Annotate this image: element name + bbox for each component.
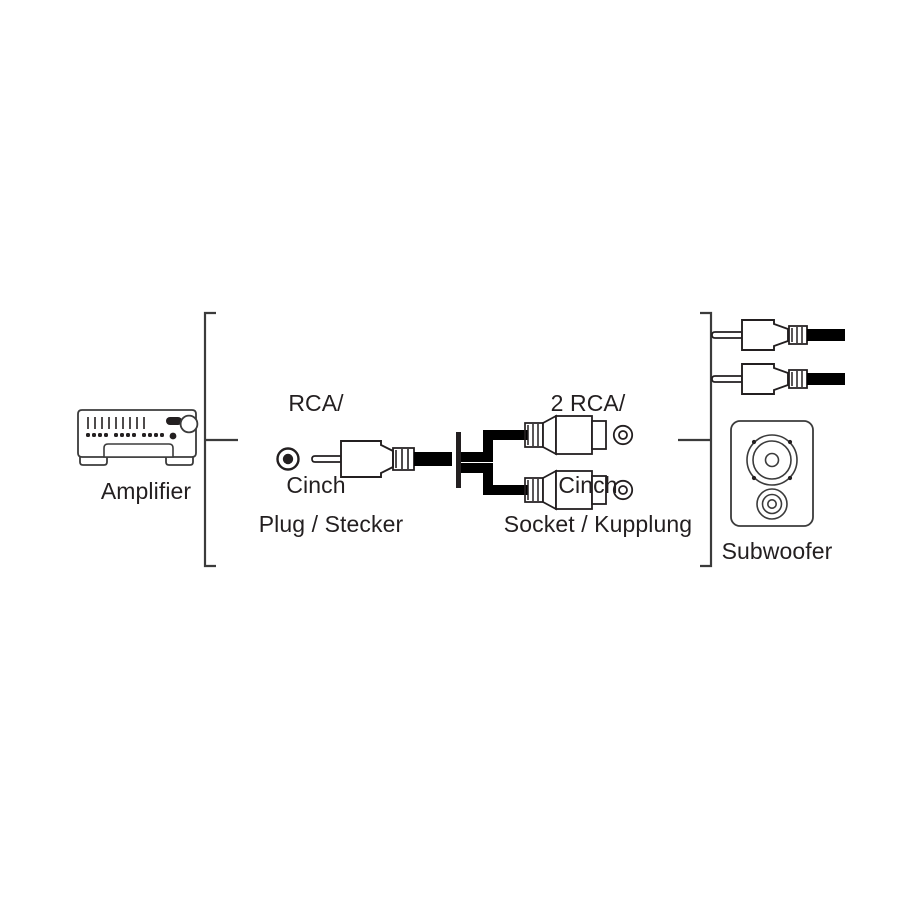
two-rca-label-line1: 2 RCA/ bbox=[550, 390, 626, 417]
two-rca-label-line2: Cinch bbox=[558, 471, 618, 498]
amplifier-device bbox=[77, 409, 199, 466]
amplifier-volume-knob bbox=[179, 414, 199, 434]
y-splitter bbox=[456, 430, 528, 495]
rca-jack-icon bbox=[276, 447, 300, 471]
rca-female-socket-bottom bbox=[524, 469, 634, 511]
amplifier-display bbox=[166, 417, 182, 425]
subwoofer-device bbox=[730, 420, 814, 527]
amplifier-side-connector-type-label: RCA/ Cinch bbox=[246, 336, 386, 553]
plug-gender-label: Plug / Stecker bbox=[258, 511, 404, 537]
subwoofer-rca-plug-bottom bbox=[711, 363, 845, 395]
rca-label-line1: RCA/ bbox=[288, 390, 344, 417]
subwoofer-rca-plug-top bbox=[711, 319, 845, 351]
left-bracket bbox=[203, 311, 238, 568]
amplifier-leds bbox=[86, 433, 164, 437]
rca-label-line2: Cinch bbox=[286, 471, 346, 498]
socket-gender-label: Socket / Kupplung bbox=[503, 511, 693, 537]
subwoofer-device-label: Subwoofer bbox=[721, 538, 833, 564]
subwoofer-side-connector-type-label: 2 RCA/ Cinch bbox=[518, 336, 658, 553]
rca-male-plug bbox=[311, 440, 452, 478]
subwoofer-tweeter bbox=[756, 488, 788, 520]
right-bracket bbox=[678, 311, 713, 568]
amplifier-small-knob bbox=[169, 432, 177, 440]
rca-female-socket-top bbox=[524, 414, 634, 456]
amplifier-device-label: Amplifier bbox=[100, 478, 192, 504]
subwoofer-woofer bbox=[746, 434, 798, 486]
amplifier-sliders bbox=[87, 417, 145, 429]
